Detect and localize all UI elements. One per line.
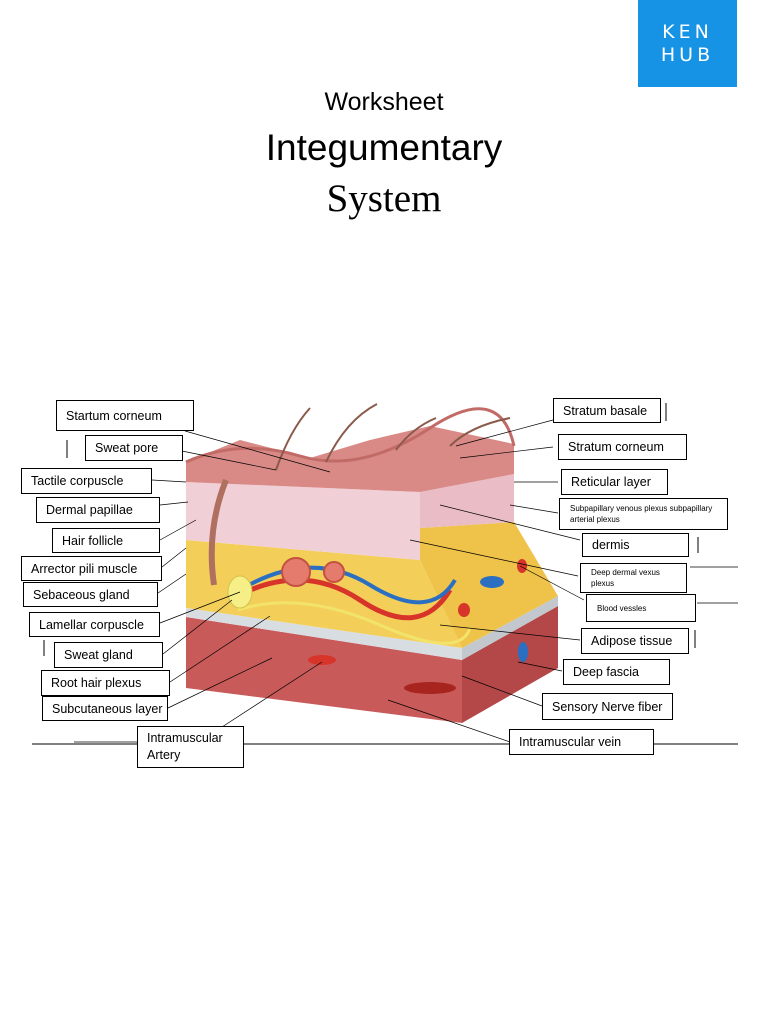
label-stratum-basale: Stratum basale (553, 398, 661, 423)
deep-fascia-side (462, 596, 558, 660)
label-tactile-corpuscle: Tactile corpuscle (21, 468, 152, 494)
label-sweat-pore: Sweat pore (85, 435, 183, 461)
label-root-hair-plexus: Root hair plexus (41, 670, 170, 696)
label-stratum-corneum: Stratum corneum (558, 434, 687, 460)
label-sebaceous-gland: Sebaceous gland (23, 582, 158, 607)
label-adipose-tissue: Adipose tissue (581, 628, 689, 654)
muscle-artery (308, 655, 336, 665)
worksheet-kicker: Worksheet (324, 88, 444, 116)
label-dermal-papillae: Dermal papillae (36, 497, 160, 523)
page-title: Integumentary (265, 127, 503, 168)
fat-vessel (517, 559, 527, 573)
logo-line2: HUB (660, 43, 715, 66)
label-sensory-nerve-fiber: Sensory Nerve fiber (542, 693, 673, 720)
logo-line1: KEN (662, 20, 713, 43)
label-lamellar-corpuscle: Lamellar corpuscle (29, 612, 160, 637)
deep-fascia-layer (186, 608, 462, 660)
label-subcutaneous-layer: Subcutaneous layer (42, 696, 168, 721)
kenhub-logo: KEN HUB (638, 0, 737, 87)
sweat-gland-coil (323, 561, 345, 583)
leader-lines-right (387, 419, 585, 743)
hair-follicle-shape (208, 478, 229, 586)
epidermis-surface (185, 407, 516, 464)
hypodermis-front (186, 540, 462, 648)
hair-shaft (395, 417, 437, 451)
sweat-gland-coil (281, 557, 311, 587)
dermis-front (186, 482, 420, 560)
hair-shaft (449, 417, 511, 447)
fat-vessel (458, 603, 470, 617)
label-dermis: dermis (582, 533, 689, 557)
label-sweat-gland: Sweat gland (54, 642, 163, 668)
label-arrector-pili-muscle: Arrector pili muscle (21, 556, 162, 581)
hair-shaft (325, 403, 378, 463)
hair-shaft (275, 407, 311, 471)
label-deep-dermal-vexus-plexus: Deep dermal vexus plexus (580, 563, 687, 593)
muscle-vein (518, 642, 528, 662)
artery-vessel (228, 577, 453, 621)
page-subtitle: System (326, 177, 442, 220)
vein-vessel (238, 565, 457, 605)
label-subpapillary-plexus: Subpapillary venous plexus subpapillary … (559, 498, 728, 530)
muscle-layer-front (186, 617, 462, 723)
label-intramuscular-vein: Intramuscular vein (509, 729, 654, 755)
label-blood-vessles: Blood vessles (586, 594, 696, 622)
fat-vessel (480, 576, 504, 588)
label-reticular-layer: Reticular layer (561, 469, 668, 495)
label-startum-corneum: Startum corneum (56, 400, 194, 431)
muscle-artery (404, 682, 456, 694)
label-hair-follicle: Hair follicle (52, 528, 160, 553)
label-intramuscular-artery: Intramuscular Artery (137, 726, 244, 768)
label-deep-fascia: Deep fascia (563, 659, 670, 685)
nerve-fiber (237, 601, 472, 645)
leader-lines-left (74, 430, 331, 743)
